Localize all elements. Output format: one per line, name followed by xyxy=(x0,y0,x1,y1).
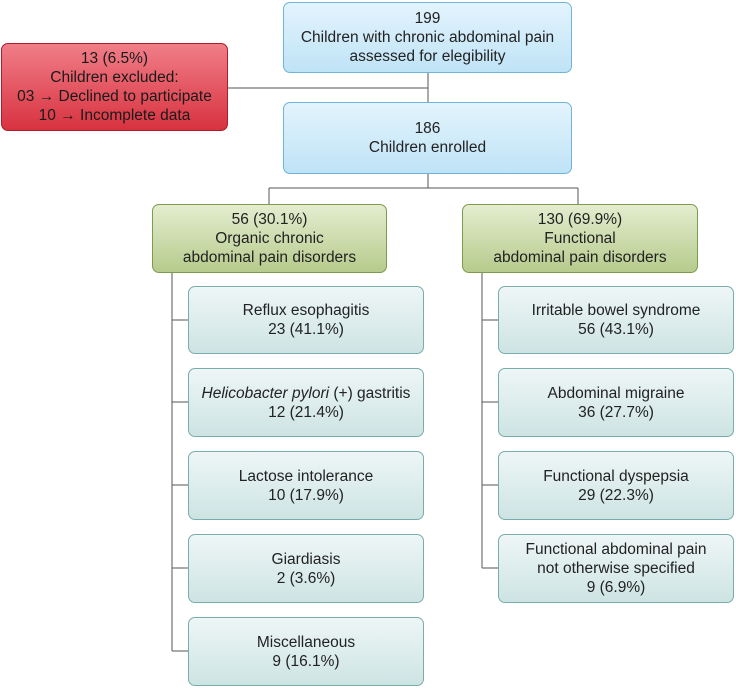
organic-item-giardiasis: Giardiasis 2 (3.6%) xyxy=(188,534,424,603)
functional-item-nos: Functional abdominal pain not otherwise … xyxy=(498,534,734,603)
organic-line2: abdominal pain disorders xyxy=(182,249,357,266)
excluded-reason-declined: 03 → Declined to participate xyxy=(17,88,212,105)
item-value: 2 (3.6%) xyxy=(276,569,336,587)
item-value: 12 (21.4%) xyxy=(268,403,344,421)
organic-count: 56 (30.1%) xyxy=(231,211,308,228)
item-name: Reflux esophagitis xyxy=(242,302,370,319)
functional-line1: Functional xyxy=(544,230,616,247)
screening-line2: assessed for elegibility xyxy=(349,48,506,65)
item-name-line2: not otherwise specified xyxy=(537,560,695,577)
enrolled-box: 186 Children enrolled xyxy=(283,102,572,174)
item-value: 23 (41.1%) xyxy=(268,321,344,338)
item-value: 10 (17.9%) xyxy=(268,486,344,504)
excluded-reason-incomplete: 10 → Incomplete data xyxy=(38,107,191,124)
organic-item-hpylori: Helicobacter pylori (+) gastritis 12 (21… xyxy=(188,368,424,437)
functional-item-dyspepsia: Functional dyspepsia 29 (22.3%) xyxy=(498,451,734,520)
functional-item-ibs: Irritable bowel syndrome 56 (43.1%) xyxy=(498,286,734,354)
functional-line2: abdominal pain disorders xyxy=(493,249,667,266)
item-name: Irritable bowel syndrome xyxy=(531,302,701,319)
functional-count: 130 (69.9%) xyxy=(537,211,623,228)
item-name: Abdominal migraine xyxy=(547,384,685,402)
screening-line1: Children with chronic abdominal pain xyxy=(300,29,555,46)
item-name: Giardiasis xyxy=(271,550,341,568)
item-value: 36 (27.7%) xyxy=(578,403,654,421)
item-value: 9 (6.9%) xyxy=(586,579,646,596)
functional-item-migraine: Abdominal migraine 36 (27.7%) xyxy=(498,368,734,437)
screening-count: 199 xyxy=(414,10,441,27)
excluded-count: 13 (6.5%) xyxy=(80,50,149,67)
item-name: Functional abdominal pain xyxy=(525,541,707,558)
functional-category-box: 130 (69.9%) Functional abdominal pain di… xyxy=(462,204,698,273)
enrolled-count: 186 xyxy=(414,120,441,137)
item-name-rest: (+) gastritis xyxy=(329,384,411,402)
excluded-title: Children excluded: xyxy=(50,69,179,86)
item-name: Functional dyspepsia xyxy=(543,467,689,485)
item-value: 56 (43.1%) xyxy=(578,321,654,338)
organic-line1: Organic chronic xyxy=(215,230,324,247)
item-name: Lactose intolerance xyxy=(238,467,374,485)
enrolled-label: Children enrolled xyxy=(368,139,487,156)
item-value: 9 (16.1%) xyxy=(272,652,340,670)
item-value: 29 (22.3%) xyxy=(578,486,654,504)
organic-category-box: 56 (30.1%) Organic chronic abdominal pai… xyxy=(152,204,387,273)
item-name: Helicobacter pylori (+) gastritis xyxy=(202,384,411,403)
excluded-box: 13 (6.5%) Children excluded: 03 → Declin… xyxy=(1,43,228,131)
item-name: Miscellaneous xyxy=(256,633,356,651)
item-name-italic: Helicobacter pylori xyxy=(201,384,330,402)
organic-item-reflux: Reflux esophagitis 23 (41.1%) xyxy=(188,286,424,354)
screening-box: 199 Children with chronic abdominal pain… xyxy=(283,2,572,73)
organic-item-lactose: Lactose intolerance 10 (17.9%) xyxy=(188,451,424,520)
organic-item-misc: Miscellaneous 9 (16.1%) xyxy=(188,617,424,686)
